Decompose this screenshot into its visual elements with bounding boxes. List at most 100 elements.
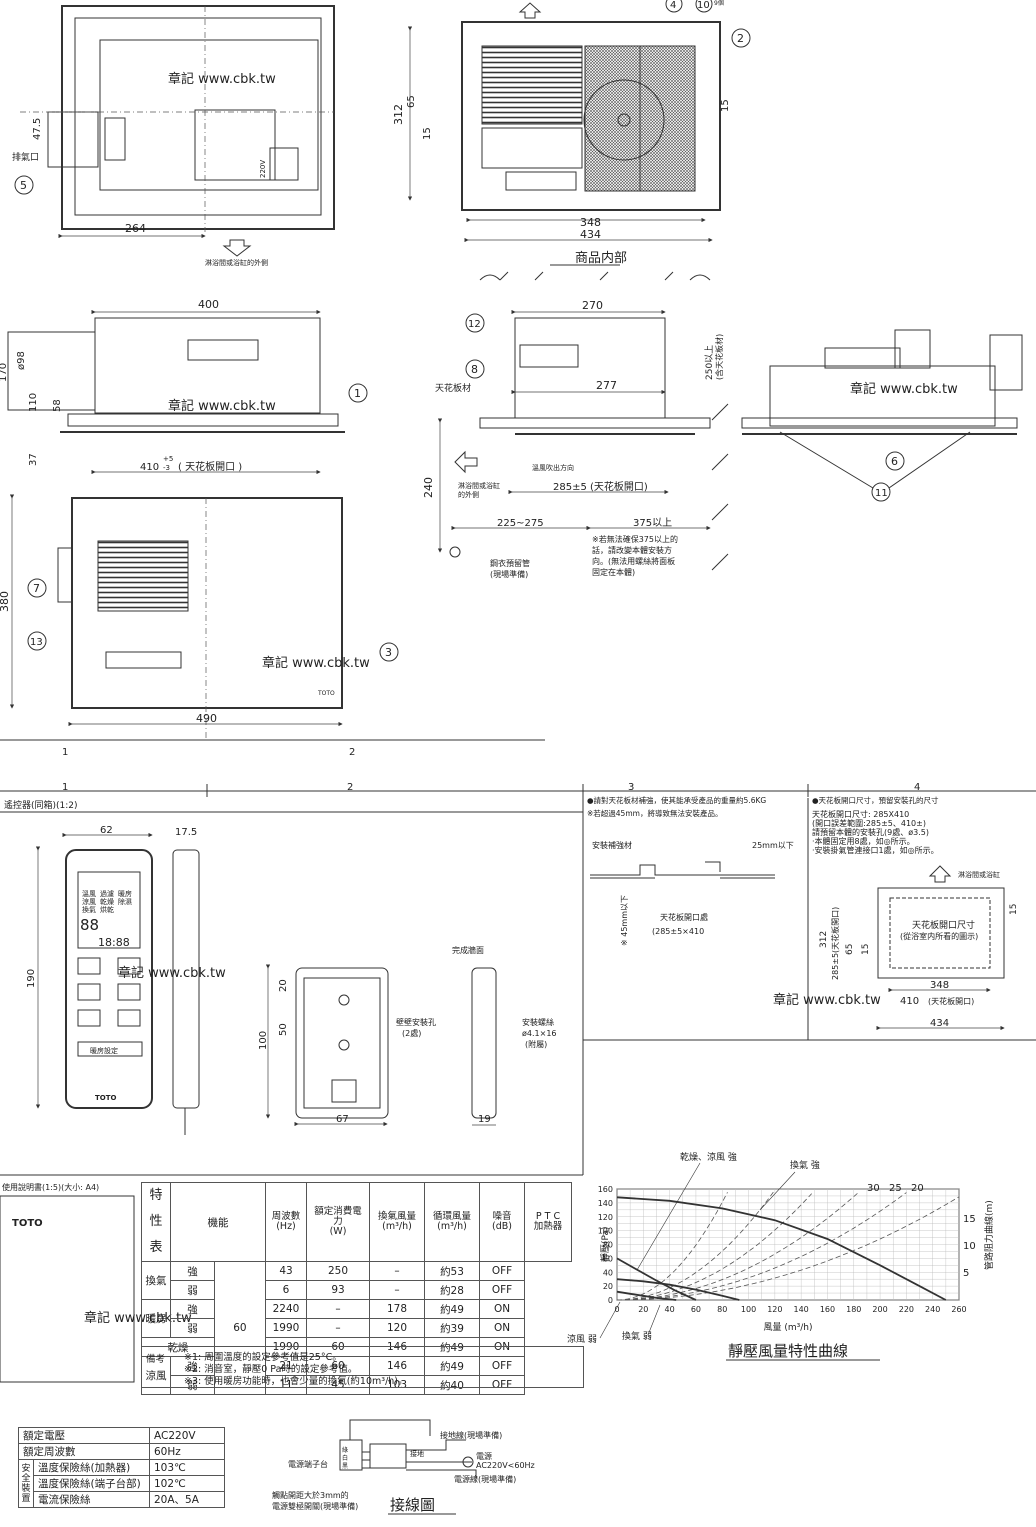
leader-line	[599, 1301, 621, 1339]
watermark: 章記 www.cbk.tw	[262, 655, 370, 671]
spec-mode: 強	[170, 1299, 215, 1319]
dim-17-5: 17.5	[175, 827, 197, 838]
switch-note-1: 觸點開距大於3mm的	[272, 1490, 349, 1500]
power-label: 電源	[476, 1452, 492, 1461]
reinforce-opening-size: (285±5×410	[652, 927, 704, 936]
header-circ: 循環風量 (m³/h)	[424, 1182, 480, 1262]
dim-348: 348	[930, 980, 949, 991]
dim-190: 190	[26, 969, 37, 988]
x-tick-label: 40	[665, 1305, 675, 1314]
resistance-curve	[617, 1196, 960, 1301]
series-line	[616, 1290, 677, 1301]
power-source-icon	[462, 1456, 474, 1468]
y-axis-label: 靜壓(Pa)	[599, 1226, 611, 1262]
svg-text:6: 6	[891, 455, 898, 468]
spec-ptc: OFF	[479, 1280, 525, 1300]
dim-100: 100	[258, 1031, 269, 1050]
dim-65: 65	[845, 944, 855, 955]
y-tick-label: 40	[603, 1268, 613, 1277]
spec-noise: 約39	[424, 1318, 480, 1338]
dim-19: 19	[478, 1114, 491, 1125]
dim-50: 50	[278, 1023, 289, 1036]
exhaust-label: 排氣口	[12, 151, 39, 163]
dim-15: 15	[1009, 904, 1019, 915]
svg-text:88: 88	[80, 916, 99, 934]
y-tick-label: 100	[598, 1227, 613, 1236]
dim-225-275: 225~275	[497, 518, 544, 529]
spec-vent: 93	[306, 1280, 370, 1300]
switch-note-2: 電源雙極開關(現場準備)	[272, 1501, 358, 1511]
remote-setting-button[interactable]	[77, 1041, 143, 1057]
pipe-label-1: 鋼衣預留管	[490, 558, 530, 568]
header-vent: 換氣風量 (m³/h)	[369, 1182, 425, 1262]
series-line	[616, 1196, 947, 1301]
remote-button[interactable]	[77, 1009, 101, 1027]
reinforce-opening: 天花板開口處	[660, 912, 708, 922]
dim-410-note: (天花板開口)	[928, 996, 974, 1006]
top-plan-view: 264 47.5 排氣口 5 淋浴間或浴缸的外側 220V 章記 www.cbk…	[12, 5, 335, 267]
lcd-text: 除濕	[118, 897, 132, 906]
rated-row: 安全裝置溫度保險絲(加熱器)103℃	[18, 1459, 225, 1508]
dim-67: 67	[336, 1114, 349, 1125]
spec-ptc: OFF	[479, 1375, 525, 1395]
resistance-label: 5	[963, 1268, 969, 1279]
x-tick-label: 260	[951, 1305, 966, 1314]
wall-hole-count: (2處)	[402, 1028, 421, 1038]
dim-65: 65	[406, 95, 417, 108]
header-hz: 周波數 (Hz)	[265, 1182, 307, 1262]
front-view: 490 380 TOTO 7 13 3 章記 www.cbk.tw	[0, 494, 399, 740]
x-tick-label: 60	[691, 1305, 701, 1314]
dim-15: 15	[861, 944, 871, 955]
spec-circ: 120	[369, 1318, 425, 1338]
remote-button[interactable]	[77, 957, 101, 975]
series-line	[616, 1257, 697, 1301]
remote-button[interactable]	[117, 1009, 141, 1027]
note-375-line: 話，請改變本體安裝方	[592, 545, 672, 555]
series-label: 換氣 弱	[622, 1330, 652, 1342]
y-tick-label: 140	[598, 1199, 613, 1208]
watermark: 章記 www.cbk.tw	[118, 965, 226, 981]
screw-label: 安裝螺絲	[522, 1017, 554, 1027]
leader-line	[636, 1162, 701, 1271]
rated-value: 103℃	[149, 1459, 225, 1476]
terminal-label: 電源端子台	[288, 1459, 328, 1469]
rated-key: 額定周波數	[18, 1443, 150, 1460]
power-wire-label: 電源線(現場準備)	[454, 1474, 516, 1484]
note-9: 9個	[714, 0, 724, 7]
svg-text:12: 12	[468, 319, 481, 330]
manual-brand: TOTO	[12, 1218, 43, 1229]
direction-arrow-icon	[454, 450, 478, 474]
finish-wall-label: 完成牆面	[452, 945, 484, 955]
notes-label: 備考	[146, 1354, 166, 1365]
resistance-label: 15	[963, 1214, 976, 1225]
spec-noise: 約53	[424, 1261, 480, 1281]
x-tick-label: 0	[614, 1305, 619, 1314]
x-axis-label: 風量 (m³/h)	[764, 1322, 813, 1333]
dim-45: ※ 45mm以下	[620, 895, 629, 946]
remote-button[interactable]	[77, 983, 101, 1001]
resistance-curve	[616, 1191, 860, 1301]
rated-group: 安全裝置	[18, 1459, 34, 1508]
spec-circ: 146	[369, 1356, 425, 1376]
rated-row: 溫度保險絲(端子台部)102℃	[19, 1475, 225, 1492]
remote-button[interactable]	[117, 983, 141, 1001]
column-ruler: 1 2 1 2 3 4	[0, 739, 1036, 797]
ceiling-hole-line: ·安裝掛氣管連接口1處，如◎所示。	[812, 845, 939, 855]
pipe-icon	[449, 546, 461, 558]
series-label: 換氣 強	[790, 1159, 820, 1171]
front-brand: TOTO	[317, 690, 335, 697]
remote-button[interactable]	[117, 957, 141, 975]
dim-348: 348	[580, 216, 601, 229]
reinforce-material: 安裝補強材	[592, 840, 632, 850]
resistance-label: 20	[911, 1183, 924, 1194]
wire-color: 黑	[342, 1463, 348, 1470]
resistance-curve	[616, 1189, 776, 1301]
watermark: 章記 www.cbk.tw	[168, 398, 276, 414]
dim-410: 410	[900, 996, 919, 1007]
spec-mode: 弱	[170, 1318, 215, 1338]
